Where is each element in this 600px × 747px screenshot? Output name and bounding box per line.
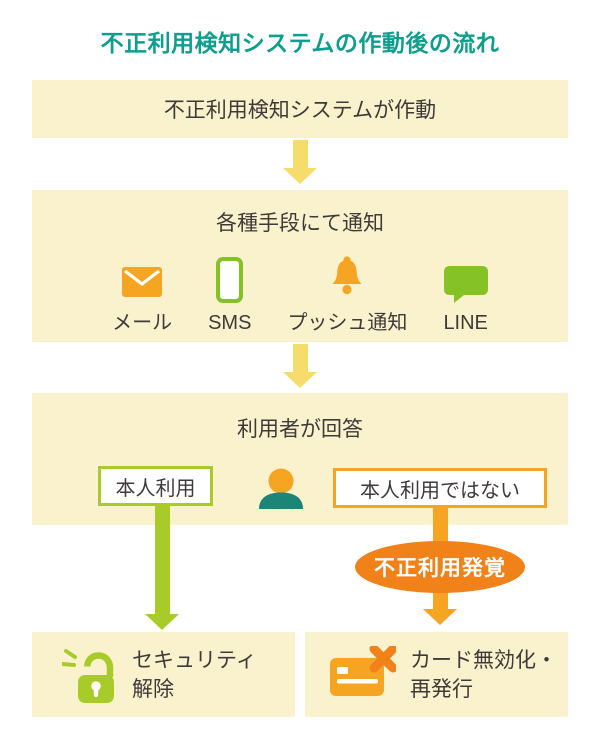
channel-mail: メール bbox=[112, 251, 172, 335]
channel-sms: SMS bbox=[208, 257, 251, 335]
channel-label: プッシュ通知 bbox=[287, 312, 408, 334]
outcome-line: カード無効化・ bbox=[410, 648, 557, 672]
option-label: 本人利用ではない bbox=[360, 479, 520, 502]
flow-arrow-1 bbox=[283, 140, 317, 184]
outcome-line: 再発行 bbox=[410, 677, 473, 701]
arrow-shaft bbox=[292, 140, 308, 168]
fraud-detected-badge: 不正利用発覚 bbox=[355, 541, 525, 593]
outcome-security-release: セキュリティ 解除 bbox=[32, 632, 295, 717]
arrow-shaft bbox=[292, 344, 308, 372]
mail-icon bbox=[122, 251, 163, 297]
arrow-shaft bbox=[154, 505, 170, 614]
flow-arrow-2 bbox=[283, 344, 317, 388]
arrow-head bbox=[145, 614, 179, 630]
outcome-label: セキュリティ 解除 bbox=[132, 646, 257, 704]
arrow-head bbox=[423, 609, 457, 625]
channel-line: LINE bbox=[443, 257, 488, 335]
step-system-activated: 不正利用検知システムが作動 bbox=[32, 80, 568, 138]
channel-push: プッシュ通知 bbox=[287, 251, 407, 335]
step-notification: 各種手段にて通知 メール SMS bbox=[32, 190, 568, 342]
step3-title: 利用者が回答 bbox=[237, 418, 363, 441]
outcome-card-invalidate: カード無効化・ 再発行 bbox=[305, 632, 568, 717]
step1-label: 不正利用検知システムが作動 bbox=[163, 99, 437, 122]
outcome-line: セキュリティ bbox=[132, 648, 257, 672]
push-bell-icon bbox=[328, 251, 366, 297]
outcome-line: 解除 bbox=[132, 677, 174, 701]
step-user-response: 利用者が回答 本人利用 本人利用ではない bbox=[32, 393, 568, 525]
card-cancel-icon bbox=[330, 644, 398, 704]
user-icon bbox=[258, 468, 304, 509]
page-title: 不正利用検知システムの作動後の流れ bbox=[100, 30, 500, 56]
branch-arrow-own-use bbox=[145, 505, 179, 630]
channel-label: SMS bbox=[208, 312, 252, 334]
option-own-use: 本人利用 bbox=[98, 466, 213, 506]
option-not-own-use: 本人利用ではない bbox=[333, 468, 547, 508]
arrow-head bbox=[283, 168, 317, 184]
step2-title: 各種手段にて通知 bbox=[216, 212, 384, 235]
channel-label: LINE bbox=[443, 312, 488, 334]
sms-phone-icon bbox=[216, 257, 244, 303]
arrow-head bbox=[283, 372, 317, 388]
unlock-icon bbox=[61, 645, 118, 705]
badge-label: 不正利用発覚 bbox=[374, 557, 506, 580]
outcome-label: カード無効化・ 再発行 bbox=[410, 646, 557, 704]
option-label: 本人利用 bbox=[115, 477, 196, 500]
channel-label: メール bbox=[112, 312, 173, 334]
notification-channels: メール SMS プッシュ通知 bbox=[32, 251, 568, 335]
line-bubble-icon bbox=[443, 257, 488, 303]
